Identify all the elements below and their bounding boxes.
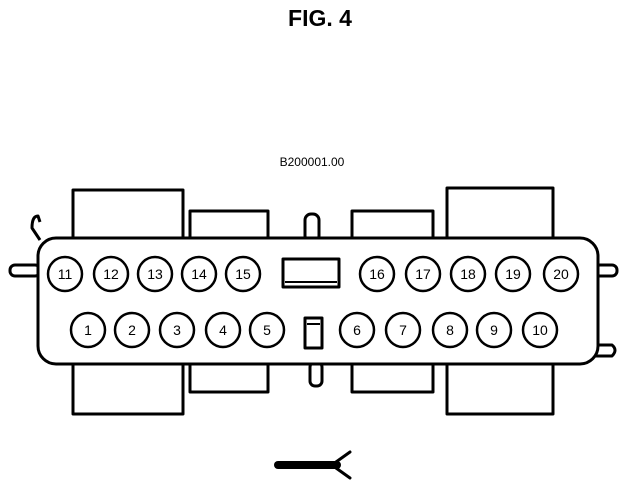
pin-13-label: 13: [147, 266, 163, 282]
left-side-pin: [8, 263, 42, 278]
pin-20-label: 20: [553, 266, 569, 282]
pin-18-label: 18: [460, 266, 476, 282]
pin-7-label: 7: [399, 322, 407, 338]
pin-14-circle: [180, 255, 218, 293]
top-latch-right: [350, 209, 435, 243]
pin-6-circle: [338, 311, 376, 349]
pin-3-label: 3: [173, 322, 181, 338]
pin-2-circle: [113, 311, 151, 349]
pin-4-label: 4: [219, 322, 227, 338]
pin-16-circle: [358, 255, 396, 293]
connector-body: [8, 186, 619, 416]
pin-9-circle: [475, 311, 513, 349]
pin-19-circle: [494, 255, 532, 293]
pin-5-circle: [248, 311, 286, 349]
pin-11-circle: [46, 255, 84, 293]
bottom-latch-left: [188, 360, 270, 394]
pin-17-label: 17: [415, 266, 431, 282]
pin-16-label: 16: [369, 266, 385, 282]
center-key-slot-lower: [303, 316, 324, 350]
pin-10-label: 10: [532, 322, 548, 338]
pin-6-label: 6: [353, 322, 361, 338]
pin-18-circle: [449, 255, 487, 293]
pin-9-label: 9: [490, 322, 498, 338]
figure-code: B200001.00: [280, 155, 345, 169]
left-side-tab: [30, 214, 42, 241]
left-lower-block: [71, 358, 185, 416]
pin-4-circle: [204, 311, 242, 349]
pin-3-circle: [158, 311, 196, 349]
pin-14-label: 14: [191, 266, 207, 282]
pin-5-label: 5: [263, 322, 271, 338]
pin-17-circle: [404, 255, 442, 293]
pin-8-label: 8: [446, 322, 454, 338]
bottom-latch-right: [350, 360, 435, 394]
right-lower-block: [445, 360, 555, 416]
pin-15-circle: [224, 255, 262, 293]
pin-12-label: 12: [103, 266, 119, 282]
pin-10-circle: [521, 311, 559, 349]
figure-title: FIG. 4: [288, 5, 352, 31]
pin-11-label: 11: [58, 266, 73, 282]
pin-19-label: 19: [505, 266, 521, 282]
bottom-center-post: [308, 360, 324, 388]
pin-2-label: 2: [128, 322, 136, 338]
pin-7-circle: [384, 311, 422, 349]
pin-15-label: 15: [235, 266, 251, 282]
pin-1-circle: [69, 311, 107, 349]
pin-13-circle: [136, 255, 174, 293]
pin-8-circle: [431, 311, 469, 349]
pin-1-label: 1: [84, 322, 92, 338]
pin-12-circle: [92, 255, 130, 293]
wire-harness-icon: [274, 450, 352, 480]
pin-20-circle: [542, 255, 580, 293]
